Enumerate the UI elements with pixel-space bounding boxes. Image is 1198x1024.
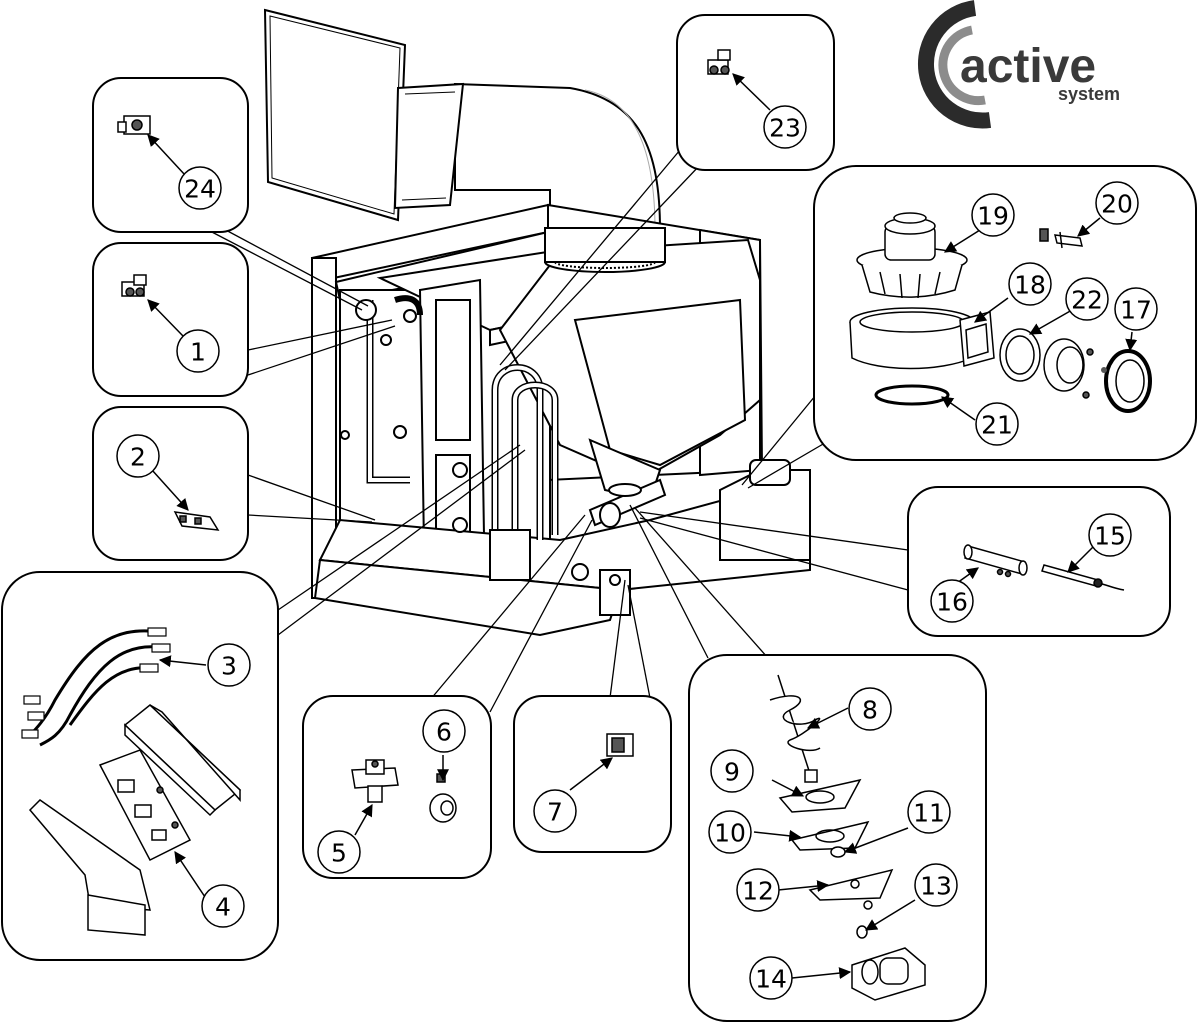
callout-16: 16 xyxy=(930,579,974,623)
callout-23: 23 xyxy=(763,105,807,149)
panel-24 xyxy=(92,77,249,233)
callout-3: 3 xyxy=(207,643,251,687)
svg-text:22: 22 xyxy=(1071,286,1103,315)
svg-text:18: 18 xyxy=(1014,271,1046,300)
svg-text:5: 5 xyxy=(331,839,347,868)
callout-21: 21 xyxy=(975,402,1019,446)
panel-7 xyxy=(513,695,672,853)
svg-text:7: 7 xyxy=(547,798,563,827)
panel-8-14 xyxy=(688,654,987,1022)
callout-1: 1 xyxy=(176,329,220,373)
svg-text:4: 4 xyxy=(215,893,231,922)
svg-text:17: 17 xyxy=(1120,296,1152,325)
main-stove-unit xyxy=(263,8,811,637)
callout-4: 4 xyxy=(201,884,245,928)
callout-13: 13 xyxy=(914,863,958,907)
svg-text:9: 9 xyxy=(724,758,740,787)
logo-word: active xyxy=(960,40,1096,93)
svg-text:15: 15 xyxy=(1094,522,1126,551)
callout-17: 17 xyxy=(1114,287,1158,331)
callout-14: 14 xyxy=(749,956,793,1000)
callout-24: 24 xyxy=(178,166,222,210)
svg-text:19: 19 xyxy=(977,202,1009,231)
svg-text:20: 20 xyxy=(1101,190,1133,219)
leader-lines xyxy=(207,149,909,713)
brand-logo: active system xyxy=(918,0,1120,129)
svg-text:16: 16 xyxy=(936,588,968,617)
callout-15: 15 xyxy=(1088,513,1132,557)
callout-22: 22 xyxy=(1065,277,1109,321)
panel-2 xyxy=(92,406,249,561)
logo-sub: system xyxy=(1058,84,1120,104)
svg-text:1: 1 xyxy=(190,338,206,367)
svg-text:21: 21 xyxy=(981,411,1013,440)
callout-8: 8 xyxy=(848,687,892,731)
svg-text:13: 13 xyxy=(920,872,952,901)
callout-18: 18 xyxy=(1008,262,1052,306)
svg-text:3: 3 xyxy=(221,652,237,681)
svg-text:2: 2 xyxy=(130,443,146,472)
svg-text:23: 23 xyxy=(769,114,801,143)
panel-1 xyxy=(92,242,249,397)
callout-10: 10 xyxy=(708,810,752,854)
svg-text:24: 24 xyxy=(184,175,216,204)
callout-11: 11 xyxy=(907,790,951,834)
svg-text:6: 6 xyxy=(436,718,452,747)
callout-9: 9 xyxy=(710,749,754,793)
callout-6: 6 xyxy=(422,709,466,753)
callout-7: 7 xyxy=(533,789,577,833)
panel-17-22 xyxy=(813,165,1197,461)
callout-19: 19 xyxy=(971,193,1015,237)
callouts: 1 2 3 4 5 6 7 8 9 10 11 12 13 14 15 16 1… xyxy=(116,105,1158,1000)
panel-23 xyxy=(676,14,835,171)
callout-2: 2 xyxy=(116,434,160,478)
svg-text:11: 11 xyxy=(913,799,945,828)
callout-12: 12 xyxy=(736,868,780,912)
callout-20: 20 xyxy=(1095,181,1139,225)
svg-text:10: 10 xyxy=(714,819,746,848)
callout-5: 5 xyxy=(317,830,361,874)
svg-text:14: 14 xyxy=(755,965,787,994)
svg-text:12: 12 xyxy=(742,877,774,906)
svg-text:8: 8 xyxy=(862,696,878,725)
